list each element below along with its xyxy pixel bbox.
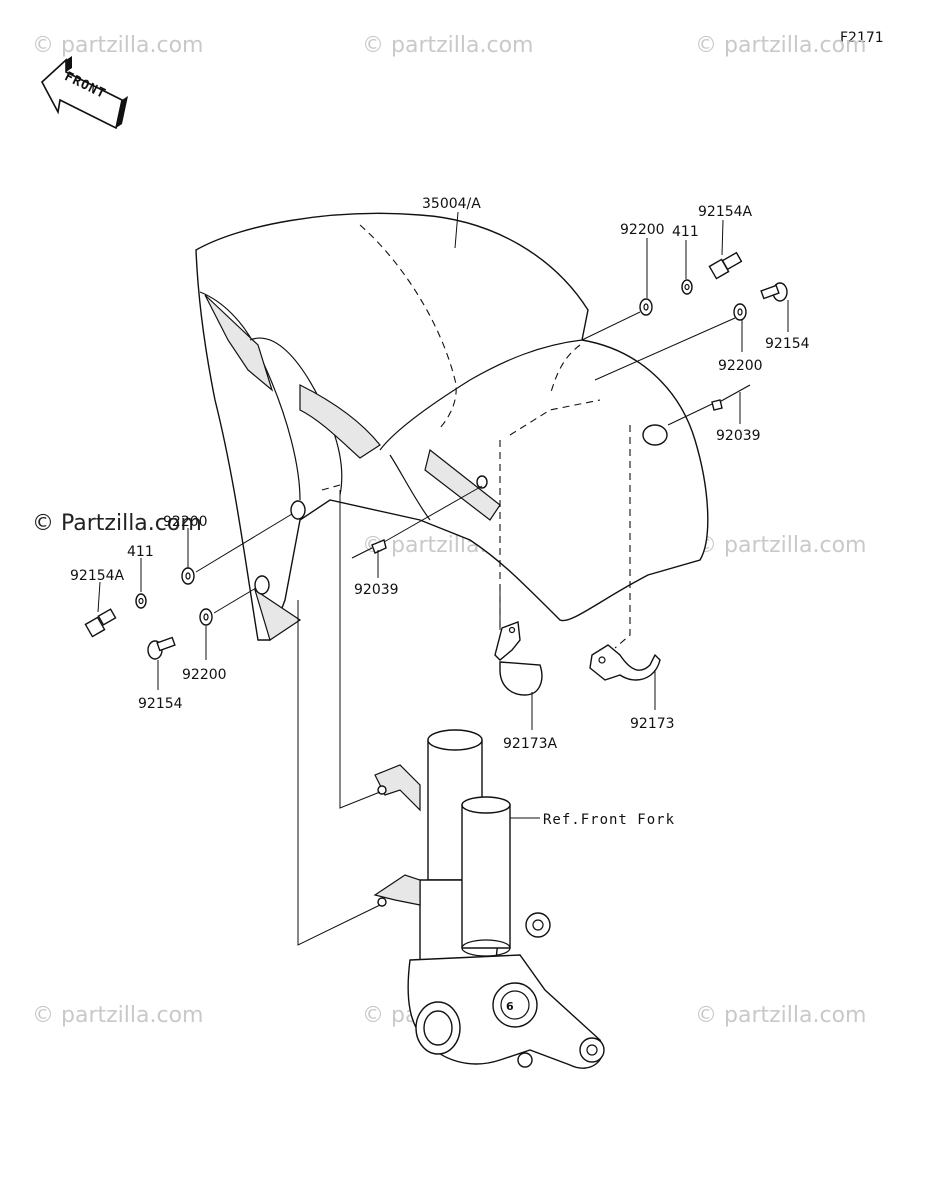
callout-bolt-a-right: 92154A (698, 204, 753, 220)
washer-411-right (681, 279, 693, 295)
watermarks: © partzilla.com © partzilla.com © partzi… (32, 33, 866, 1028)
washer-92200-right-lower (733, 303, 747, 321)
clamp-92173 (589, 644, 661, 681)
pin-92039-center (351, 485, 483, 559)
front-fender (195, 212, 709, 641)
callout-washer-right-upper: 92200 (620, 222, 665, 238)
svg-text:© partzilla.com: © partzilla.com (32, 1003, 203, 1028)
right-hardware-lines (499, 311, 736, 649)
bolt-92154a-right (708, 251, 743, 280)
callout-leaders (97, 211, 789, 819)
bolt-92154a-left (84, 608, 117, 638)
callout-clamp-center: 92173A (503, 736, 558, 752)
callout-bolt-right: 92154 (765, 336, 810, 352)
front-arrow-icon: FRONT (41, 56, 128, 130)
bolt-92154-left (147, 636, 176, 660)
washer-92200-left-lower (199, 608, 213, 626)
washer-92200-left-upper (181, 567, 195, 585)
svg-text:© partzilla.com: © partzilla.com (695, 533, 866, 558)
svg-text:6: 6 (506, 1000, 514, 1013)
callout-bolt-a-left: 92154A (70, 568, 125, 584)
callout-washer-left-upper: 92200 (163, 514, 208, 530)
callout-washer411-left: 411 (127, 544, 154, 560)
svg-text:© partzilla.com: © partzilla.com (362, 33, 533, 58)
callout-clamp-right: 92173 (630, 716, 675, 732)
callout-washer-right-lower: 92200 (718, 358, 763, 374)
callout-washer-left-lower: 92200 (182, 667, 227, 683)
left-hardware-lines (195, 484, 341, 614)
callout-fender: 35004/A (422, 196, 481, 212)
washer-92200-right-upper (639, 298, 653, 316)
callout-pin-center: 92039 (354, 582, 399, 598)
callout-bolt-left: 92154 (138, 696, 183, 712)
pin-92039-right (711, 384, 751, 411)
front-fork: 6 (373, 729, 605, 1069)
callout-pin-right: 92039 (716, 428, 761, 444)
callout-washer411-right: 411 (672, 224, 699, 240)
svg-text:© partzilla.com: © partzilla.com (695, 33, 866, 58)
svg-text:© partzilla.com: © partzilla.com (695, 1003, 866, 1028)
callout-labels: 35004/A 92200 411 92154A 92154 92200 920… (70, 196, 810, 828)
washer-411-left (135, 593, 147, 609)
clamp-92173a (494, 621, 543, 696)
svg-text:© partzilla.com: © partzilla.com (32, 33, 203, 58)
callout-ref-front-fork: Ref.Front Fork (543, 812, 675, 828)
bolt-92154-right (760, 282, 788, 302)
watermark-main: © Partzilla.com (32, 511, 202, 536)
figure-code: F2171 (840, 30, 884, 46)
